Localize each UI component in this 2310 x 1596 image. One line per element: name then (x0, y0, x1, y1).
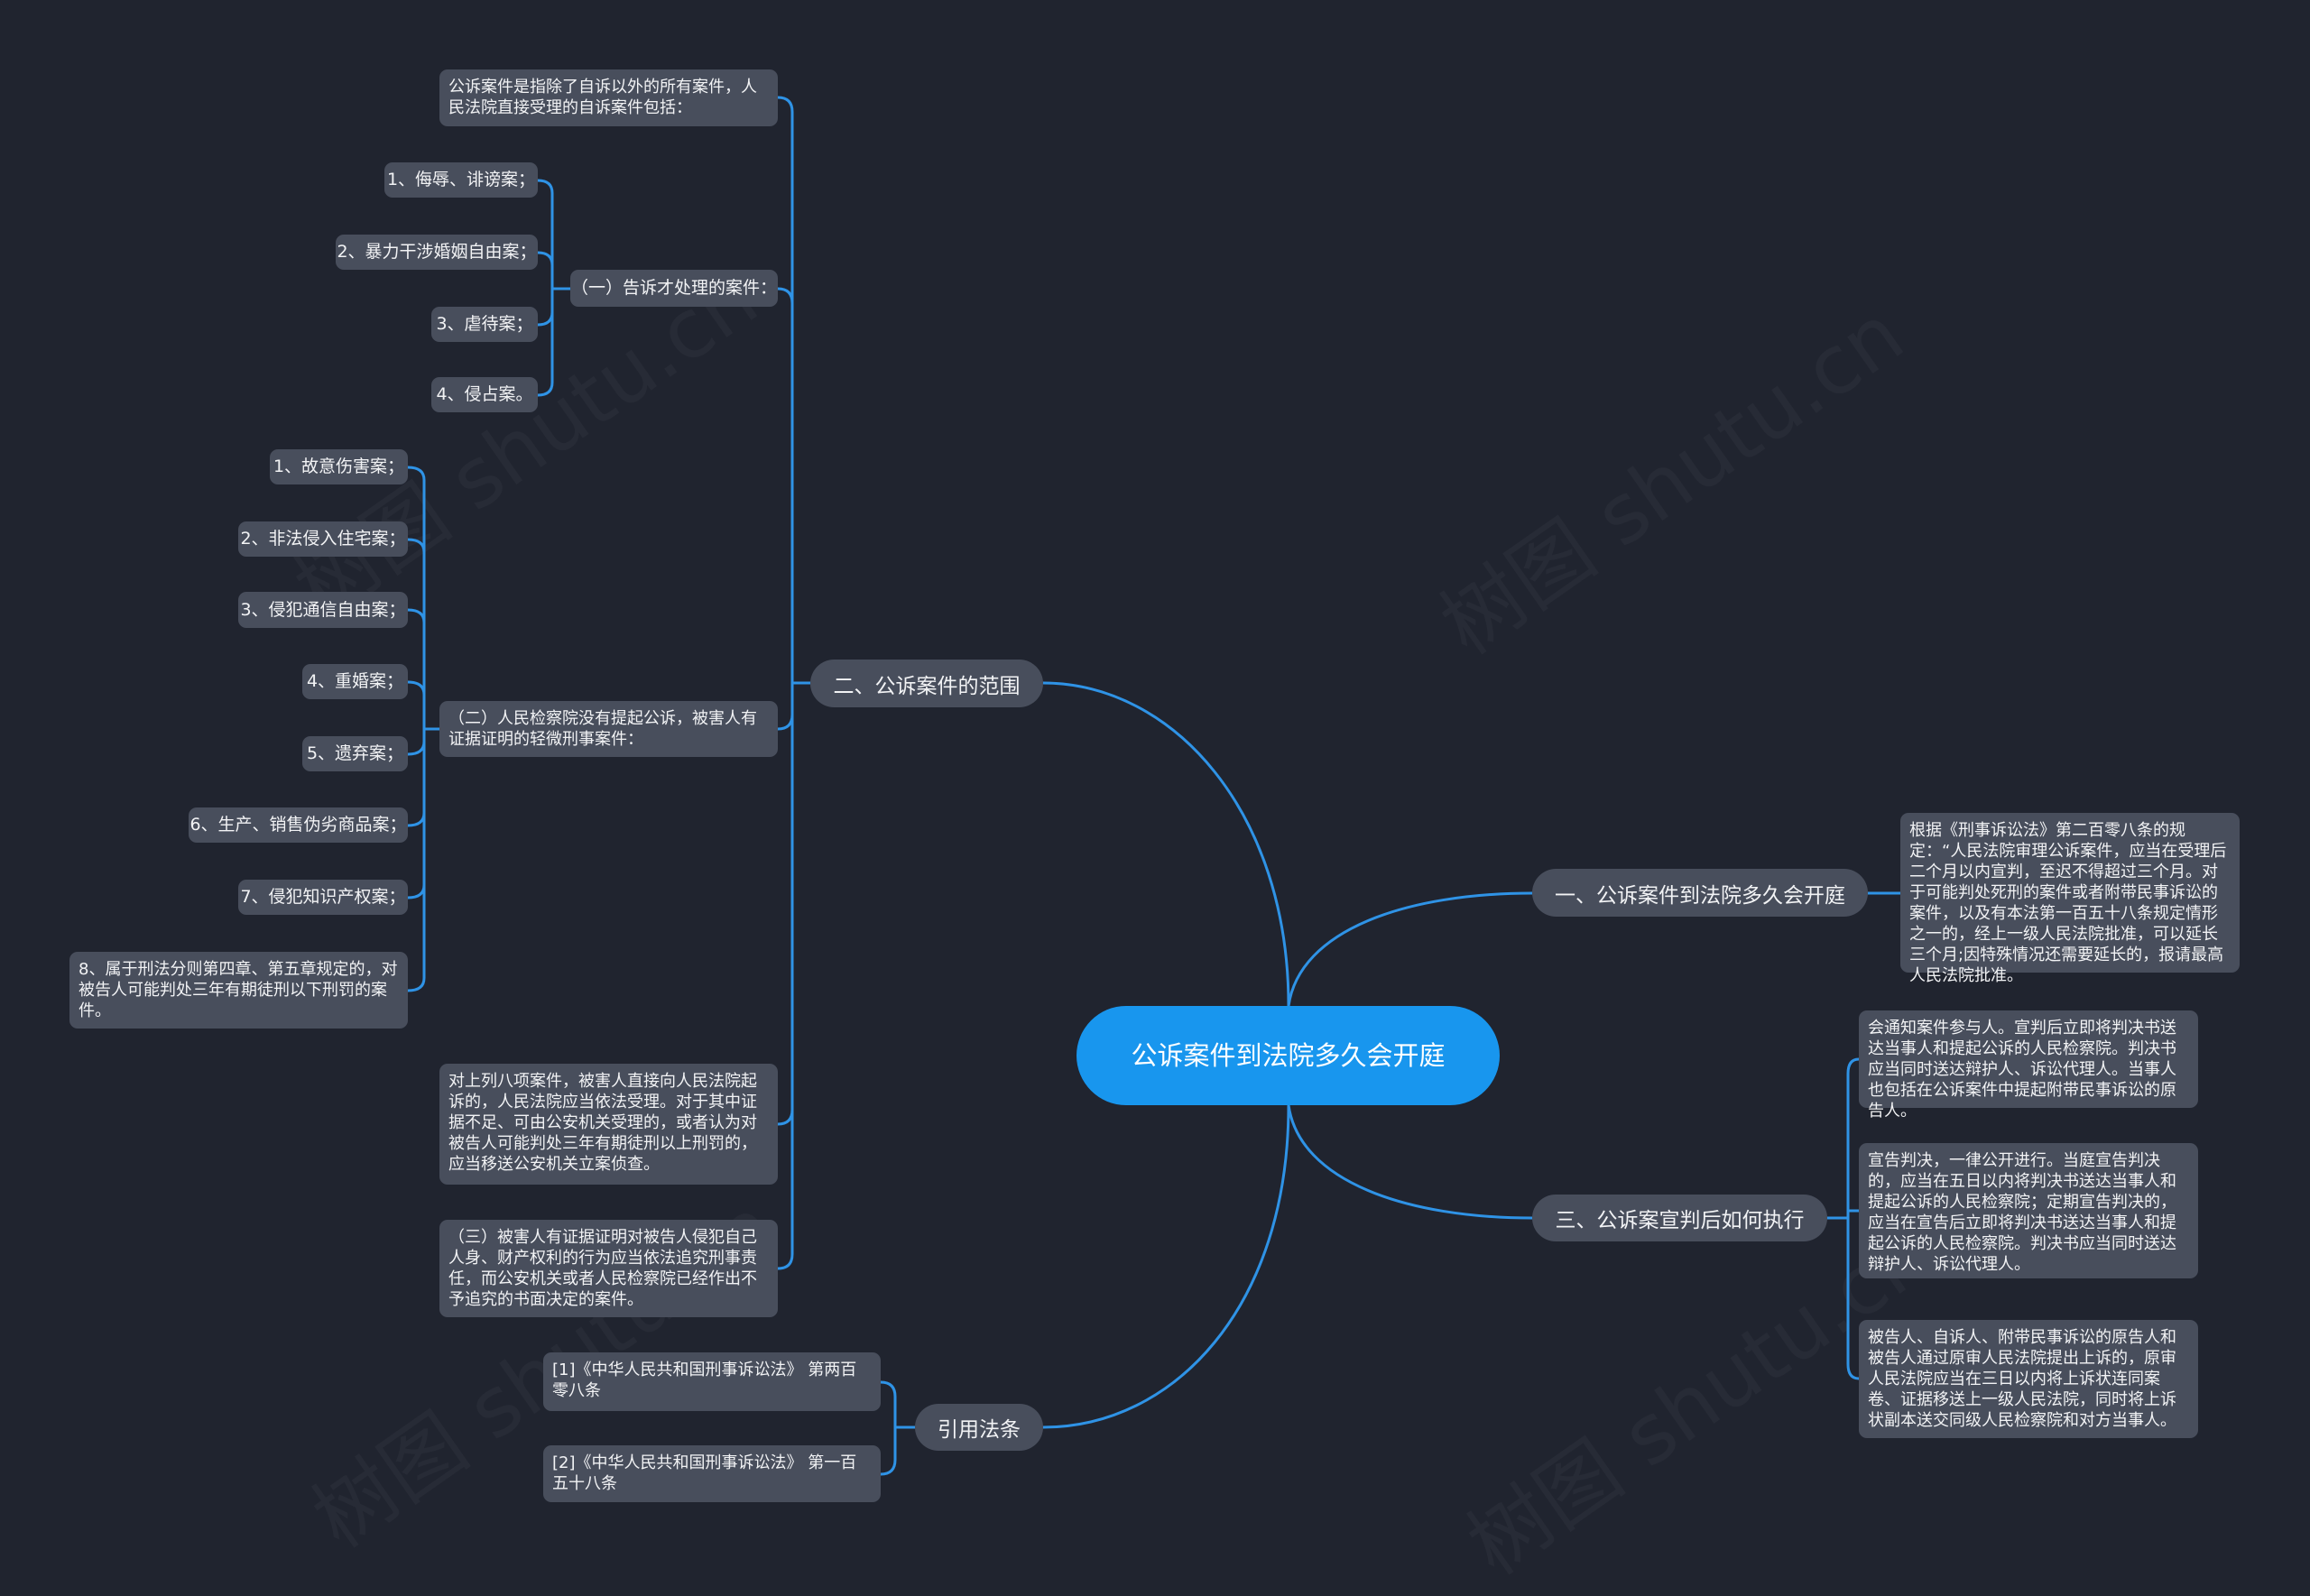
sub2-item-2[interactable]: 2、非法侵入住宅案； (238, 521, 408, 557)
connector-b2-sub2 (777, 683, 794, 731)
sub1-item-2[interactable]: 2、暴力干涉婚姻自由案； (336, 235, 538, 270)
sub3-label[interactable]: （三）被害人有证据证明对被告人侵犯自己人身、财产权利的行为应当依法追究刑事责任，… (439, 1220, 778, 1317)
scope-note[interactable]: 对上列八项案件，被害人直接向人民法院起诉的，人民法院应当依法受理。对于其中证据不… (439, 1064, 778, 1185)
connector-root-b2 (1042, 681, 1290, 1007)
root-topic[interactable]: 公诉案件到法院多久会开庭 (1076, 1006, 1500, 1105)
branch-label: 三、公诉案宣判后如何执行 (1555, 1209, 1805, 1232)
sub2-item-7[interactable]: 7、侵犯知识产权案； (238, 880, 408, 915)
branch-label: 一、公诉案件到法院多久会开庭 (1555, 883, 1845, 908)
branch-verdict-execution[interactable]: 三、公诉案宣判后如何执行 (1532, 1195, 1827, 1241)
connector-root-b4 (1042, 1104, 1290, 1429)
connector-b2-sub1 (777, 287, 794, 683)
sub1-item-4[interactable]: 4、侵占案。 (431, 377, 538, 412)
sub2-item-5[interactable]: 5、遗弃案； (302, 736, 408, 771)
connector-root-b3 (1287, 1104, 1533, 1220)
sub2-item-3[interactable]: 3、侵犯通信自由案； (238, 592, 408, 628)
connector-b2-sub3 (777, 683, 794, 1270)
ref-item-1[interactable]: [1]《中华人民共和国刑事诉讼法》 第两百零八条 (543, 1352, 881, 1411)
root-title: 公诉案件到法院多久会开庭 (1131, 1040, 1446, 1071)
scope-intro[interactable]: 公诉案件是指除了自诉以外的所有案件，人民法院直接受理的自诉案件包括： (439, 69, 778, 126)
sub2-item-1[interactable]: 1、故意伤害案； (270, 449, 408, 484)
connector-b2-intro (777, 96, 794, 683)
connector-root-b1 (1287, 891, 1533, 1007)
detail-verdict-3[interactable]: 被告人、自诉人、附带民事诉讼的原告人和被告人通过原审人民法院提出上诉的，原审人民… (1859, 1320, 2198, 1438)
connector-b3-d1 (1846, 1057, 1860, 1218)
detail-verdict-2[interactable]: 宣告判决，一律公开进行。当庭宣告判决的，应当在五日以内将判决书送达当事人和提起公… (1859, 1143, 2198, 1278)
sub2-item-8[interactable]: 8、属于刑法分则第四章、第五章规定的，对被告人可能判处三年有期徒刑以下刑罚的案件… (69, 952, 408, 1029)
detail-court-timing[interactable]: 根据《刑事诉讼法》第二百零八条的规定：“人民法院审理公诉案件，应当在受理后二个月… (1900, 813, 2240, 985)
sub2-item-6[interactable]: 6、生产、销售伪劣商品案； (189, 807, 408, 843)
connector-b2-note (777, 683, 794, 1126)
sub1-item-3[interactable]: 3、虐待案； (431, 307, 538, 342)
branch-label: 引用法条 (938, 1418, 1021, 1442)
sub2-label[interactable]: （二）人民检察院没有提起公诉，被害人有证据证明的轻微刑事案件： (439, 701, 778, 757)
branch-label: 二、公诉案件的范围 (833, 674, 1021, 698)
branch-cited-laws[interactable]: 引用法条 (915, 1404, 1043, 1451)
sub1-label[interactable]: （一）告诉才处理的案件： (570, 270, 778, 307)
connector-b3-d3 (1846, 1218, 1860, 1380)
branch-scope[interactable]: 二、公诉案件的范围 (810, 660, 1043, 707)
detail-verdict-1[interactable]: 会通知案件参与人。宣判后立即将判决书送达当事人和提起公诉的人民检察院。判决书应当… (1859, 1010, 2198, 1121)
branch-court-timing[interactable]: 一、公诉案件到法院多久会开庭 (1532, 869, 1868, 917)
sub2-item-4[interactable]: 4、重婚案； (302, 664, 408, 699)
sub1-item-1[interactable]: 1、侮辱、诽谤案； (384, 162, 538, 198)
ref-item-2[interactable]: [2]《中华人民共和国刑事诉讼法》 第一百五十八条 (543, 1445, 881, 1502)
